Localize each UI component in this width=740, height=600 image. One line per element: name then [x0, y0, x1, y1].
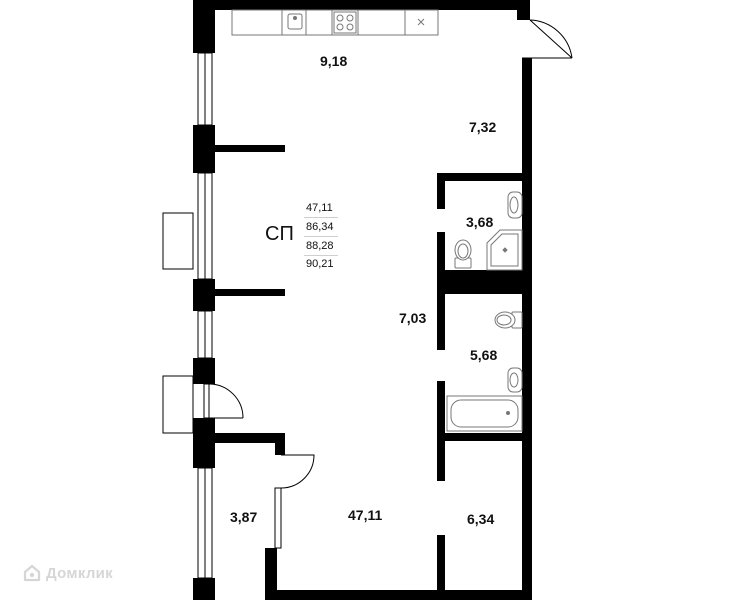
watermark: Домклик [22, 563, 113, 583]
interior-walls [215, 145, 522, 590]
bedroom-wall-left [437, 535, 445, 590]
closet-wall-side-a [275, 433, 285, 455]
large-bath-fixtures [446, 311, 523, 432]
top-wall-right-stub [517, 0, 530, 20]
left-wall-pier-4 [193, 418, 215, 468]
stove-icon [333, 11, 357, 34]
room-area-hall: 7,32 [469, 119, 497, 135]
watermark-text: Домклик [46, 564, 113, 582]
house-logo-icon [23, 564, 41, 582]
closet-wall-side-b [265, 548, 277, 590]
room-area-closet: 3,87 [230, 509, 258, 525]
windows [197, 52, 213, 579]
balconies [162, 212, 194, 434]
kitchen-counter [231, 9, 439, 36]
small-bath-fixtures [454, 191, 523, 271]
room-area-bath-small: 3,68 [466, 214, 494, 230]
area-list-item: 47,11 [306, 202, 333, 214]
area-list-item: 86,34 [306, 221, 334, 233]
area-list-item: 90,21 [306, 258, 334, 270]
outer-walls [193, 0, 532, 600]
bottom-wall [265, 590, 532, 600]
bath-wall-left-1 [437, 173, 445, 209]
sink-icon [287, 13, 303, 30]
left-wall-pier-1 [193, 125, 215, 173]
bedroom-wall-top [437, 433, 522, 441]
bath-wall-left-3 [437, 294, 445, 350]
room-area-kitchen: 9,18 [320, 53, 348, 69]
bath-wall-left-2 [437, 232, 445, 294]
area-list-item: 88,28 [306, 240, 334, 252]
bath-wall-left-4 [437, 381, 445, 481]
balcony-top [162, 212, 194, 270]
entrance-door [522, 19, 573, 59]
area-list-separators [304, 236, 338, 237]
left-wall-pier-3 [193, 358, 215, 384]
closet-door [274, 454, 315, 549]
partition-upper [215, 145, 285, 152]
room-area-living: 47,11 [348, 507, 383, 523]
area-list-separators [304, 255, 338, 256]
room-area-bedroom: 6,34 [467, 511, 495, 527]
left-wall-top [193, 0, 215, 53]
apartment-type-label: СП [265, 223, 294, 245]
closet-wall-top [215, 433, 285, 443]
area-list-separators [304, 217, 338, 218]
top-wall [193, 0, 517, 10]
balcony-door [203, 383, 244, 419]
room-area-corridor: 7,03 [399, 310, 427, 326]
balcony-bottom [162, 375, 194, 434]
bath-wall-top [437, 173, 522, 181]
partition-lower [215, 289, 285, 296]
room-area-bath-large: 5,68 [470, 347, 498, 363]
left-wall-pier-2 [193, 279, 215, 311]
left-wall-bottom [193, 578, 215, 600]
bath-wall-mid [437, 270, 522, 294]
right-wall [522, 58, 532, 600]
